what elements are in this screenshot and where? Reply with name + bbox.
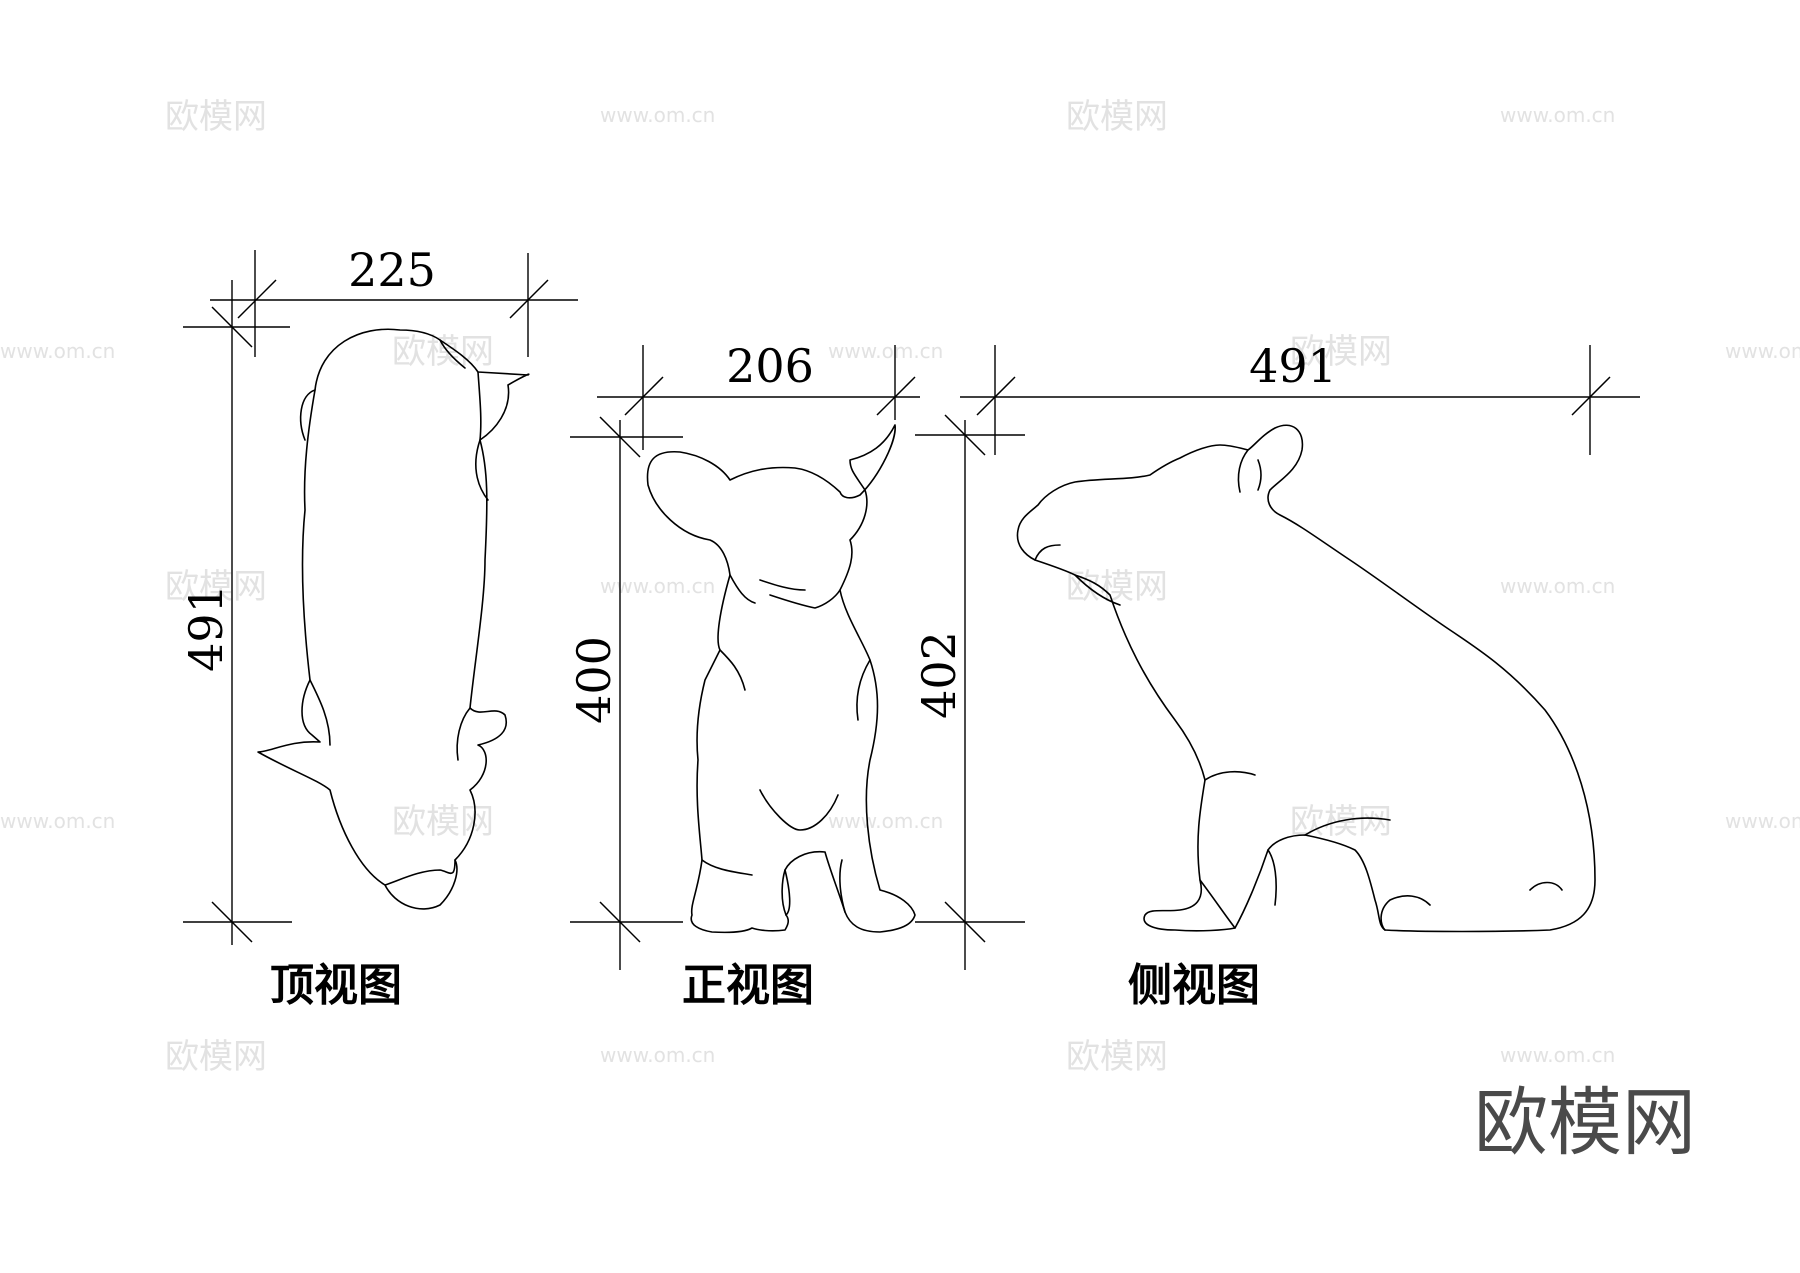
watermark-url: www.om.cn [828, 809, 943, 833]
front-view-width-value: 206 [726, 339, 814, 393]
front-view: 206 400 402 [567, 339, 1025, 1011]
watermark-logo: 欧模网 [1290, 332, 1392, 372]
watermark-layer: 欧模网 www.om.cn 欧模网 www.om.cn www.om.cn 欧模… [0, 97, 1800, 1077]
watermark-url: www.om.cn [0, 809, 115, 833]
watermark-url: www.om.cn [1725, 809, 1800, 833]
watermark-logo: 欧模网 [165, 1037, 267, 1077]
watermark-url: www.om.cn [600, 103, 715, 127]
brand-logo-text: 欧模网 [1474, 1080, 1696, 1166]
watermark-logo: 欧模网 [392, 332, 494, 372]
watermark-url: www.om.cn [1500, 574, 1615, 598]
top-view-width-value: 225 [348, 243, 436, 297]
front-view-width-dimension: 206 [597, 339, 920, 450]
top-view-label: 顶视图 [270, 960, 402, 1011]
front-view-label: 正视图 [682, 960, 814, 1011]
watermark-logo: 欧模网 [1066, 1037, 1168, 1077]
watermark-url: www.om.cn [1500, 1043, 1615, 1067]
watermark-url: www.om.cn [600, 1043, 715, 1067]
top-view: 225 491 顶视图 [179, 243, 578, 1011]
dog-side-view [1016, 424, 1596, 933]
top-view-length-value: 491 [179, 584, 233, 672]
front-view-height-left-value: 400 [567, 636, 621, 724]
watermark-logo: 欧模网 [1290, 802, 1392, 842]
front-view-height-left-dimension: 400 [567, 416, 683, 970]
side-view-label: 侧视图 [1128, 960, 1260, 1011]
watermark-url: www.om.cn [828, 339, 943, 363]
dog-top-view [257, 328, 530, 910]
watermark-logo: 欧模网 [1066, 97, 1168, 137]
watermark-logo: 欧模网 [392, 802, 494, 842]
watermark-url: www.om.cn [1500, 103, 1615, 127]
watermark-url: www.om.cn [1725, 339, 1800, 363]
front-view-height-right-value: 402 [912, 631, 966, 719]
side-view-length-dimension: 491 [960, 339, 1640, 455]
watermark-url: www.om.cn [600, 574, 715, 598]
front-view-height-right-dimension: 402 [912, 414, 1025, 970]
watermark-logo: 欧模网 [165, 97, 267, 137]
side-view-length-value: 491 [1249, 339, 1337, 393]
watermark-logo: 欧模网 [165, 567, 267, 607]
side-view: 491 侧视图 [960, 339, 1640, 1011]
watermark-logo: 欧模网 [1066, 567, 1168, 607]
dog-front-view [646, 424, 916, 934]
top-view-width-dimension: 225 [210, 243, 578, 357]
top-view-length-dimension: 491 [179, 280, 292, 945]
watermark-url: www.om.cn [0, 339, 115, 363]
